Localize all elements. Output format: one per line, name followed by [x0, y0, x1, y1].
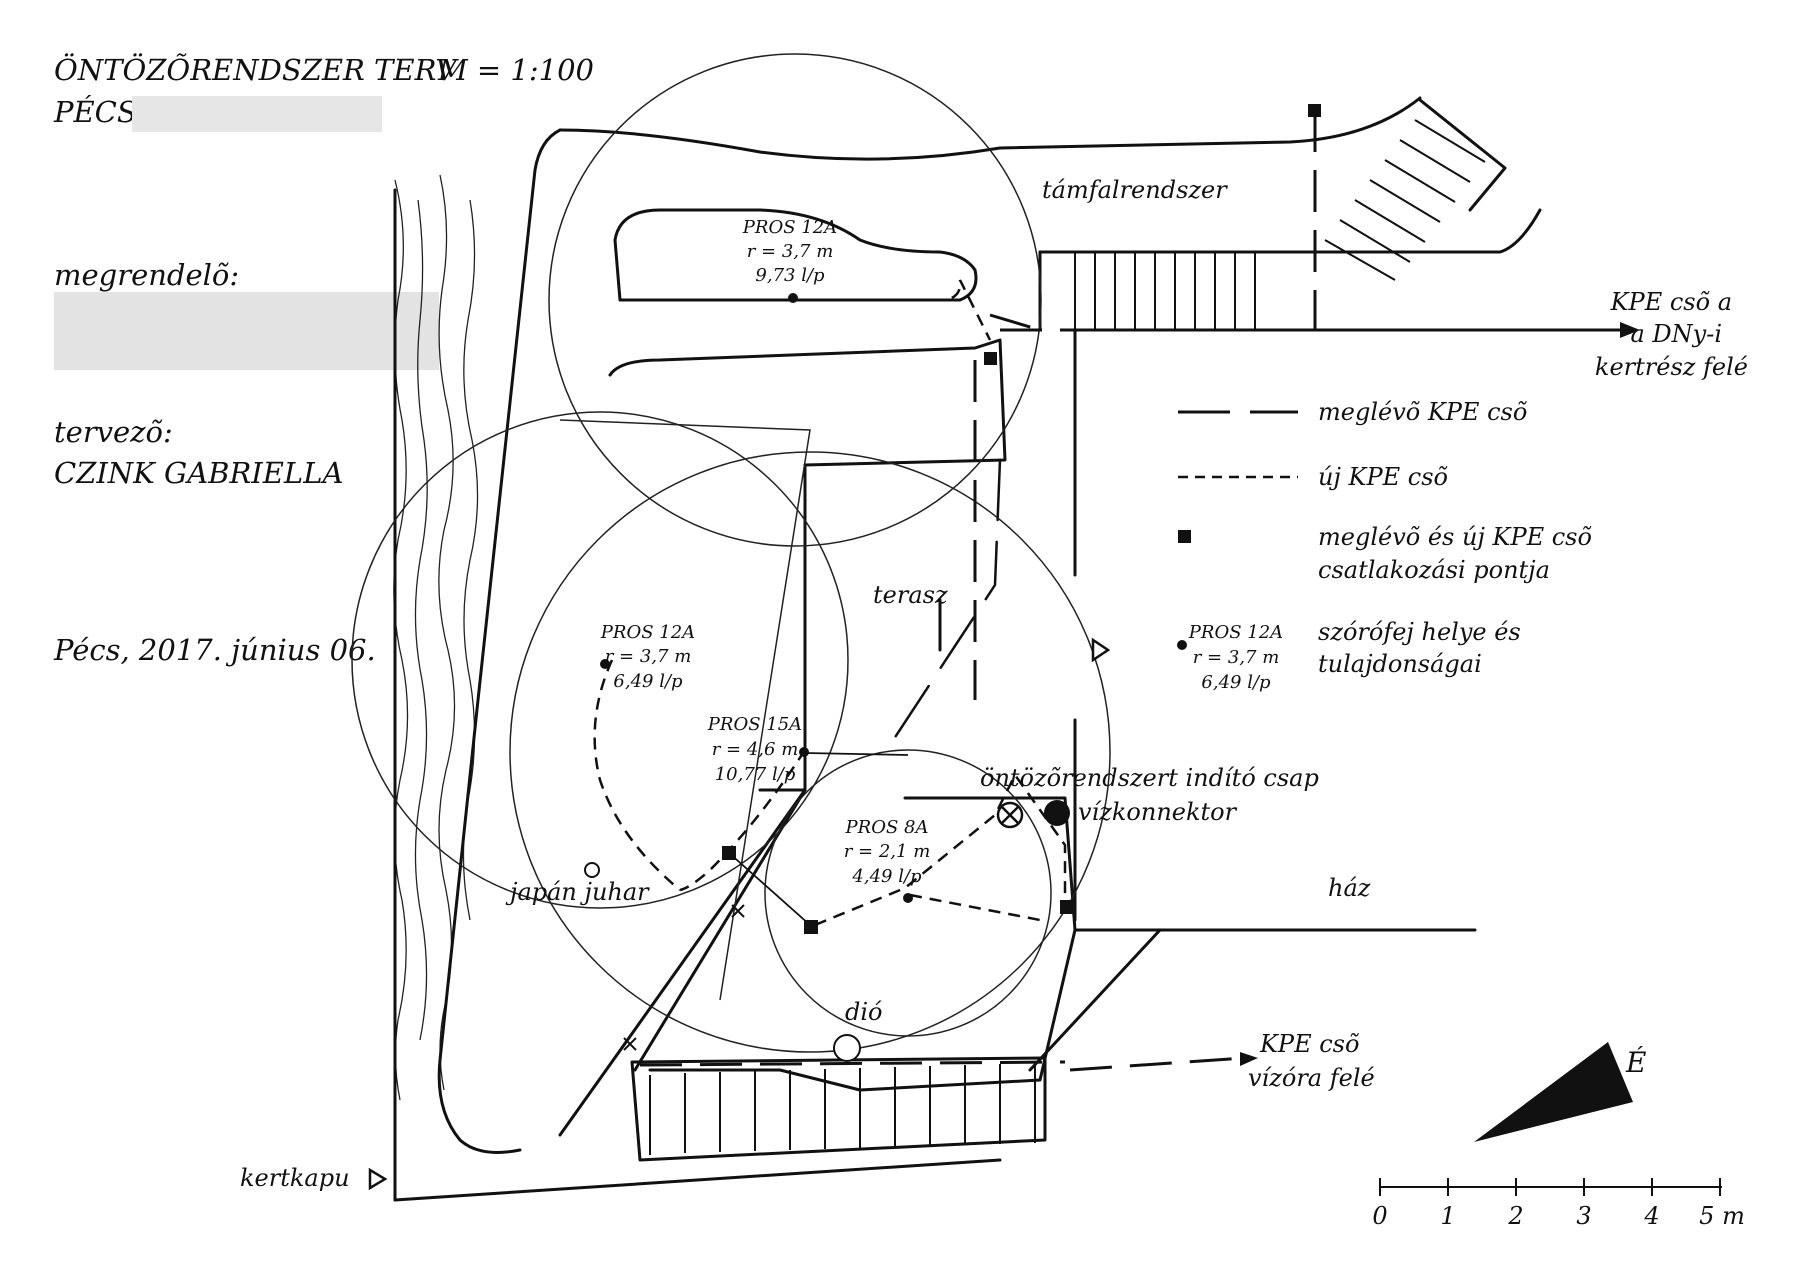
legend: meglévõ KPE csõ új KPE csõ meglévõ és új…	[1177, 398, 1592, 693]
annotations: öntözõrendszert indító csap vízkonnektor…	[980, 288, 1748, 1092]
sprinkler-2-radius: r = 3,7 m	[605, 646, 692, 667]
terrace-door-icon	[1091, 637, 1111, 663]
new-pipes	[593, 279, 1067, 927]
coverage-circle-4	[764, 749, 1052, 1037]
sprinkler-2-model: PROS 12A	[600, 622, 695, 643]
legend-head-flow: 6,49 l/p	[1201, 672, 1271, 693]
scale-tick-4: 4	[1643, 1202, 1659, 1230]
redacted-address	[132, 96, 382, 132]
junction-points	[722, 104, 1321, 934]
plan-date: Pécs, 2017. június 06.	[53, 633, 376, 667]
sprinkler-head	[903, 893, 913, 903]
scale-tick-5: 5 m	[1699, 1202, 1745, 1230]
pipe-sw-label-1: KPE csõ a	[1610, 288, 1732, 316]
japanese-maple-tree-icon	[584, 862, 600, 878]
label-house: ház	[1328, 874, 1371, 902]
designer-label: tervezõ:	[54, 415, 173, 449]
legend-junction-swatch	[1178, 530, 1191, 543]
pipe-sw-label-2: a DNy-i	[1630, 320, 1722, 348]
garden-gate-icon	[368, 1167, 388, 1191]
sprinkler-heads	[600, 293, 913, 903]
existing-pipes	[639, 110, 1620, 1072]
valve-icon	[996, 801, 1024, 829]
sprinkler-3-radius: r = 4,6 m	[712, 739, 799, 760]
sprinkler-4-flow: 4,49 l/p	[851, 866, 922, 887]
legend-head-swatch	[1177, 640, 1187, 650]
legend-existing-pipe: meglévõ KPE csõ	[1318, 398, 1527, 426]
label-japanese-maple: japán juhar	[505, 878, 650, 906]
junction-point	[722, 846, 736, 860]
legend-junction-1: meglévõ és új KPE csõ	[1318, 523, 1592, 551]
sprinkler-head	[600, 659, 610, 669]
tree-markers	[584, 862, 861, 1062]
label-garden-gate: kertkapu	[240, 1164, 350, 1192]
door-markers	[368, 637, 1111, 1191]
sprinkler-4-radius: r = 2,1 m	[844, 841, 931, 862]
area-labels: támfalrendszer terasz ház kertkapu japán…	[240, 176, 1371, 1192]
sprinkler-3-flow: 10,77 l/p	[715, 764, 796, 785]
connector-label: vízkonnektor	[1078, 798, 1238, 826]
title-block: ÖNTÖZÕRENDSZER TERV M = 1:100 PÉCS, megr…	[53, 52, 594, 667]
plan-title: ÖNTÖZÕRENDSZER TERV	[54, 52, 459, 87]
sprinkler-1-model: PROS 12A	[742, 217, 837, 238]
plan-scale: M = 1:100	[437, 53, 594, 87]
coverage-circle-3	[509, 451, 1111, 1053]
label-walnut: dió	[845, 998, 883, 1026]
legend-head-radius: r = 3,7 m	[1193, 647, 1280, 668]
legend-head-desc-1: szórófej helye és	[1318, 618, 1521, 646]
spray-coverage-circles	[351, 53, 1111, 1053]
pipe-sw-label-3: kertrész felé	[1595, 353, 1748, 381]
junction-point	[984, 352, 997, 365]
scale-tick-3: 3	[1576, 1202, 1591, 1230]
connecting-lines	[727, 752, 909, 926]
legend-new-pipe: új KPE csõ	[1318, 463, 1448, 491]
north-arrow-icon	[1474, 1042, 1633, 1142]
garden-outlines	[393, 96, 1602, 1202]
pipe-meter-label-2: vízóra felé	[1248, 1064, 1375, 1092]
label-terrace: terasz	[873, 581, 948, 609]
client-label: megrendelõ:	[54, 258, 239, 292]
sprinkler-labels: PROS 12A r = 3,7 m 9,73 l/p PROS 12A r =…	[600, 217, 930, 887]
scale-tick-2: 2	[1507, 1202, 1523, 1230]
pipe-meter-label-1: KPE csõ	[1259, 1030, 1359, 1058]
legend-head-model: PROS 12A	[1188, 622, 1283, 643]
label-retaining-wall: támfalrendszer	[1042, 176, 1228, 204]
junction-point	[1060, 900, 1074, 914]
junction-point	[804, 920, 818, 934]
sprinkler-1-radius: r = 3,7 m	[747, 241, 834, 262]
valve-label: öntözõrendszert indító csap	[980, 764, 1319, 792]
pipe-arrows	[1240, 322, 1640, 1066]
arrow-meter-icon	[1240, 1052, 1258, 1066]
arrow-sw-icon	[1620, 322, 1640, 338]
sprinkler-3-model: PROS 15A	[707, 714, 802, 735]
plan-city: PÉCS,	[53, 94, 145, 129]
north-label: É	[1625, 1046, 1646, 1079]
walnut-tree-icon	[833, 1034, 861, 1062]
scale-bar: 0 1 2 3 4 5 m	[1372, 1178, 1745, 1230]
north-arrow: É	[1474, 1042, 1646, 1142]
designer-name: CZINK GABRIELLA	[54, 456, 343, 490]
scale-tick-0: 0	[1372, 1202, 1387, 1230]
redacted-client	[54, 292, 439, 370]
sprinkler-head	[788, 293, 798, 303]
sprinkler-4-model: PROS 8A	[845, 817, 929, 838]
legend-junction-2: csatlakozási pontja	[1318, 556, 1550, 584]
junction-point	[1308, 104, 1321, 117]
coverage-circle-1	[548, 53, 1042, 547]
cross-markers	[623, 904, 745, 1051]
steps-hatching	[649, 119, 1486, 1155]
sprinkler-2-flow: 6,49 l/p	[613, 671, 683, 692]
scale-tick-1: 1	[1440, 1202, 1455, 1230]
sprinkler-head	[799, 747, 809, 757]
coverage-circle-2	[351, 411, 849, 909]
water-connector-icon	[1044, 800, 1070, 826]
sprinkler-1-flow: 9,73 l/p	[755, 265, 825, 286]
legend-head-desc-2: tulajdonságai	[1318, 650, 1482, 678]
